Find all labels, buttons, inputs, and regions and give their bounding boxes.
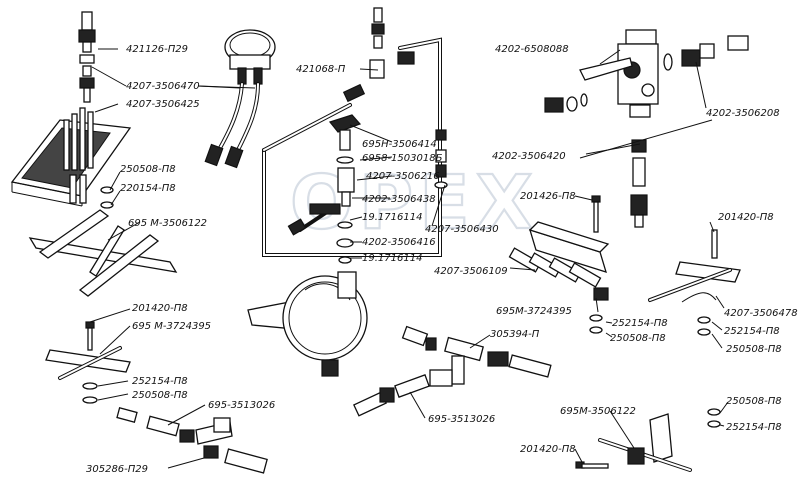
valve-stack-center [309,114,448,264]
bracket-bottom-right [575,408,721,472]
label-695M-3506122-b: 695М-3506122 [560,406,636,417]
washer-4 [589,326,603,334]
tray-assembly [10,107,132,207]
pipe-center-bottom [353,374,430,417]
label-4202-3506438: 4202-3506438 [362,194,436,205]
washer-3 [589,314,603,322]
label-695-3513026-b: 695-3513026 [428,414,495,425]
label-250508-P8-d: 250508-П8 [132,390,188,401]
label-4207-3506478: 4207-3506478 [724,308,798,319]
label-421126-P29: 421126-П29 [126,44,188,55]
label-252154-P8-c: 252154-П8 [132,376,188,387]
label-4207-3506430: 4207-3506430 [425,224,499,235]
top-fittings [342,7,415,103]
washer-6 [697,328,711,336]
label-695M-3724395: 695М-3724395 [496,306,572,317]
washer-5 [697,316,711,324]
washer-1 [100,186,114,194]
label-201426-P8: 201426-П8 [520,191,576,202]
washer-2 [100,201,114,209]
lamp-housing [247,271,368,377]
label-252154-P8-d: 252154-П8 [726,422,782,433]
bolt-201426 [591,195,601,233]
label-4202-3506208: 4202-3506208 [706,108,780,119]
label-4202-3506420: 4202-3506420 [492,151,566,162]
comb-bracket [508,221,610,301]
label-4207-3506470: 4207-3506470 [126,81,200,92]
label-19-1716114-a: 19.1716114 [362,212,422,223]
label-220154-P8: 220154-П8 [120,183,176,194]
pressure-gauge [204,29,276,169]
label-695M-3724395-b: 695 М-3724395 [132,321,211,332]
label-201420-P8-b: 201420-П8 [132,303,188,314]
label-201420-P8-a: 201420-П8 [718,212,774,223]
label-4207-3506109: 4207-3506109 [434,266,508,277]
label-305394-P: 305394-П [490,329,540,340]
bracket-lower-left [45,321,131,404]
label-695M-3506122-a: 695 М-3506122 [128,218,207,229]
watermark: OPEX [290,160,539,246]
fitting-stack-top-left [78,11,96,103]
label-305286-P29: 305286-П29 [86,464,148,475]
pipe-left-bottom [116,407,268,474]
label-421068-P: 421068-П [296,64,346,75]
label-252154-P8-b: 252154-П8 [724,326,780,337]
label-695N-3506414: 695Н-3506414 [362,139,437,150]
label-250508-P8-c: 250508-П8 [726,344,782,355]
label-4202-6508088: 4202-6508088 [495,44,569,55]
tube-frame [262,37,442,257]
label-252154-P8-a: 252154-П8 [612,318,668,329]
label-250508-P8-b: 250508-П8 [610,333,666,344]
label-6958-1503018B: 6958-1503018Б [362,153,443,164]
bracket-right [648,229,741,303]
label-250508-P8-a: 250508-П8 [120,164,176,175]
leader-lines [89,48,729,469]
valve-right [544,29,749,228]
label-4207-3506425: 4207-3506425 [126,99,200,110]
label-4202-3506416: 4202-3506416 [362,237,436,248]
label-19-1716114-b: 19.1716114 [362,253,422,264]
bracket-left [28,209,178,297]
label-250508-P8-e: 250508-П8 [726,396,782,407]
tee-fitting [401,325,552,387]
label-695-3513026-a: 695-3513026 [208,400,275,411]
part-labels: 421126-П29 4207-3506470 4207-3506425 250… [86,44,798,475]
label-201420-P8-c: 201420-П8 [520,444,576,455]
label-4207-3506216: 4207-3506216 [366,171,440,182]
